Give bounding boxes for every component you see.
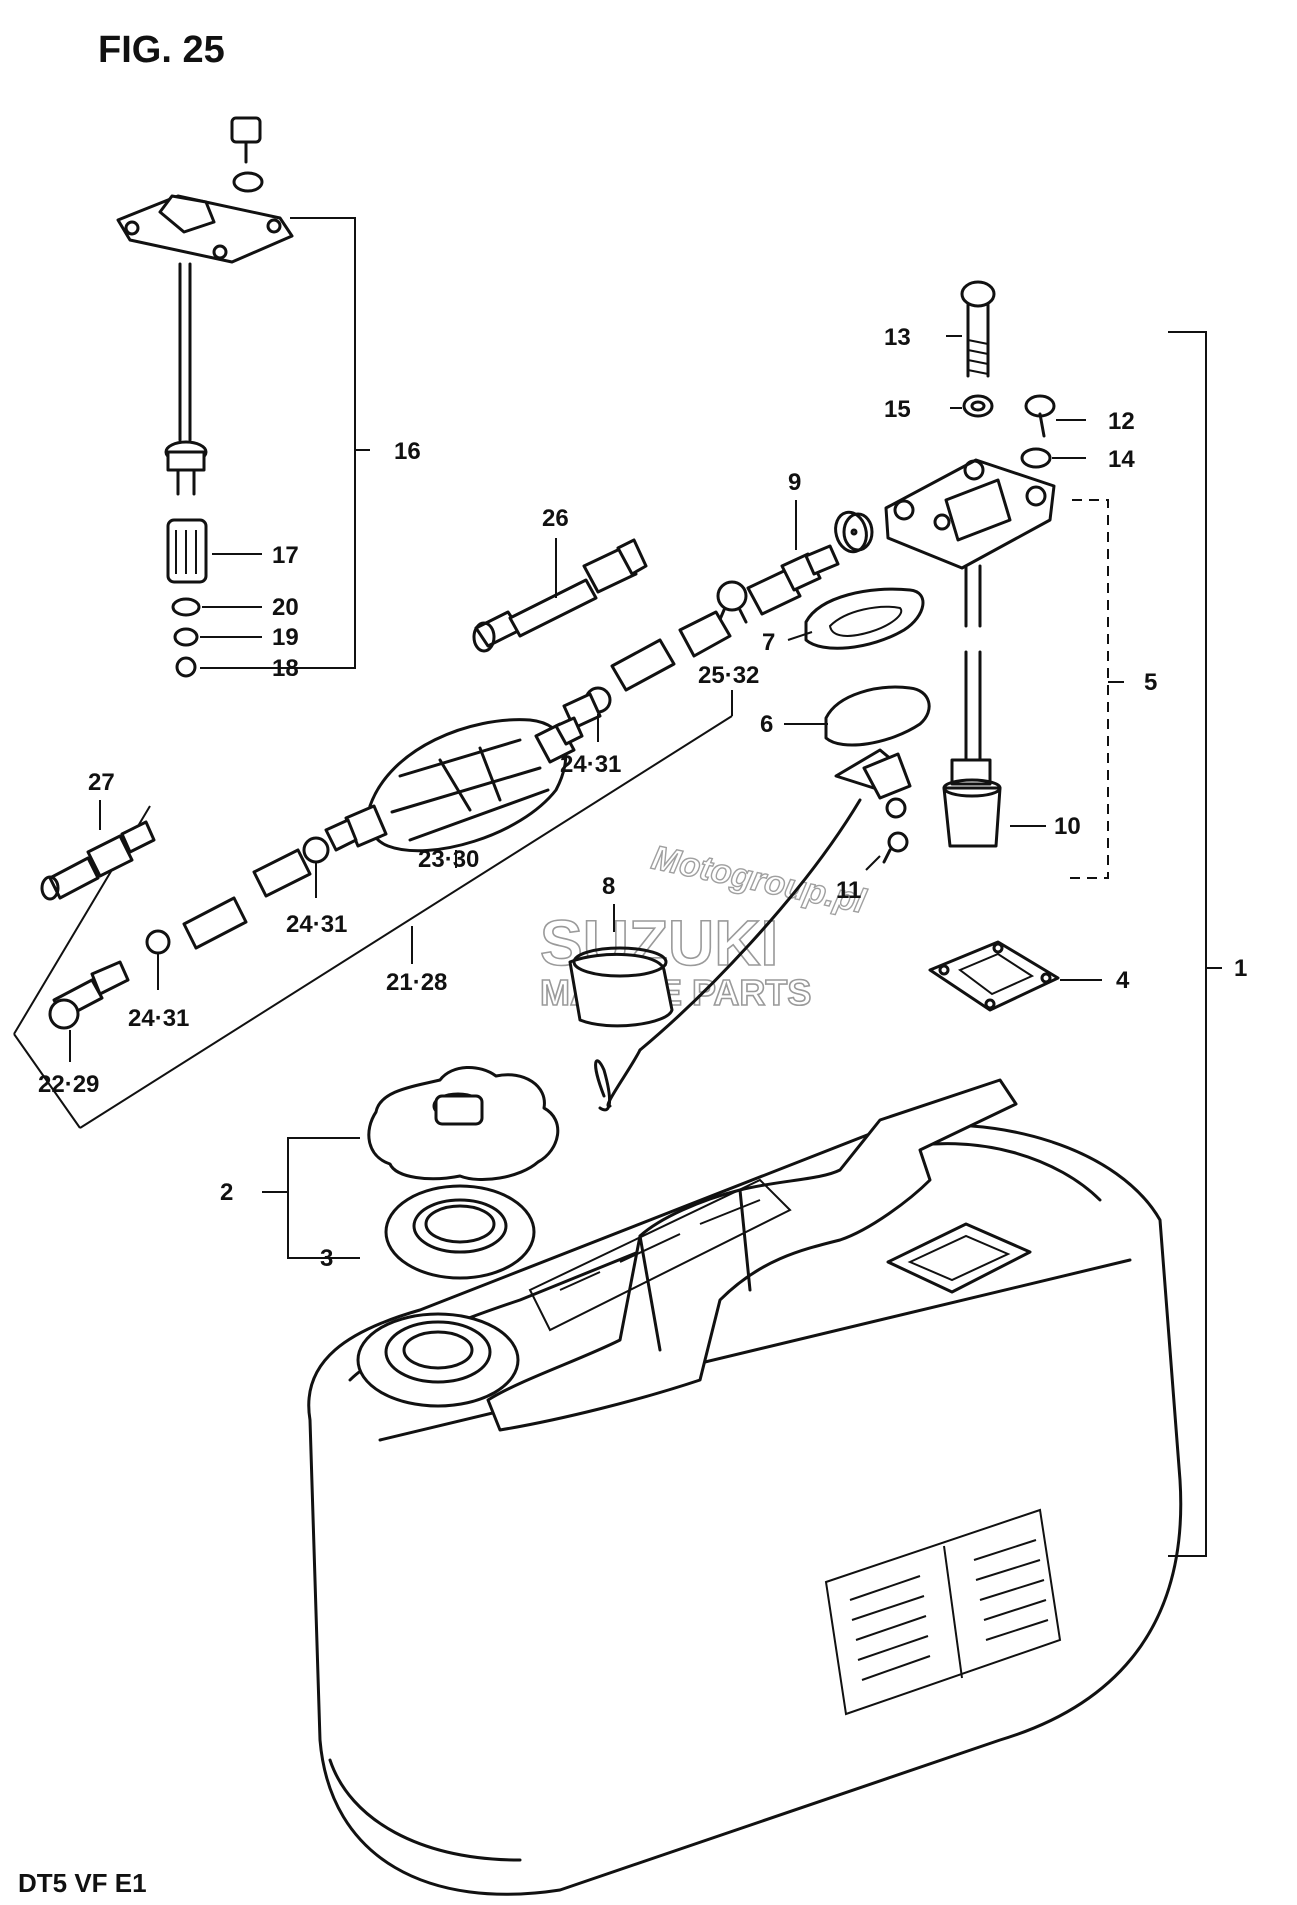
bolts-top-right [960,280,1056,469]
callout-14: 14 [1108,446,1135,473]
callout-18: 18 [272,655,299,682]
callout-8: 8 [602,873,615,900]
callout-16: 16 [394,438,421,465]
fuel-gauge-assembly [568,458,1056,1112]
part-9-fitting [746,512,874,616]
figure-title: FIG. 25 [98,29,225,71]
part-7-gasket [804,587,925,650]
callout-9: 9 [788,469,801,496]
callout-5: 5 [1144,669,1157,696]
callout-20: 20 [272,594,299,621]
callout-2: 2 [220,1179,233,1206]
callout-21-28: 21·28 [386,969,447,996]
part-26-connector [472,538,648,653]
callout-25-32: 25·32 [698,662,759,689]
callout-10: 10 [1054,813,1081,840]
fuel-pickup-assembly [116,116,294,678]
callout-22-29: 22·29 [38,1071,99,1098]
part-4-gasket [928,940,1060,1012]
callout-4: 4 [1116,967,1130,994]
fuel-cap-and-seal [367,1065,560,1280]
callout-23-30: 23·30 [418,846,479,873]
callout-7: 7 [762,629,775,656]
fuel-tank [307,1078,1183,1896]
callout-12: 12 [1108,408,1135,435]
callout-13: 13 [884,324,911,351]
callout-24-31-mid: 24·31 [286,911,347,938]
model-code: DT5 VF E1 [18,1868,147,1898]
callout-24-31-low: 24·31 [128,1005,189,1032]
part-6-cap [824,685,931,747]
callout-17: 17 [272,542,299,569]
callout-27: 27 [88,769,115,796]
callout-26: 26 [542,505,569,532]
callout-11: 11 [836,877,861,904]
fitting-27-and-22 [13,805,156,1129]
callout-3: 3 [320,1245,333,1272]
fuel-line-pump [145,580,748,955]
callout-1: 1 [1234,955,1247,982]
callout-19: 19 [272,624,299,651]
callout-24-31-upper: 24·31 [560,751,621,778]
callout-15: 15 [884,396,911,423]
callout-6: 6 [760,711,773,738]
